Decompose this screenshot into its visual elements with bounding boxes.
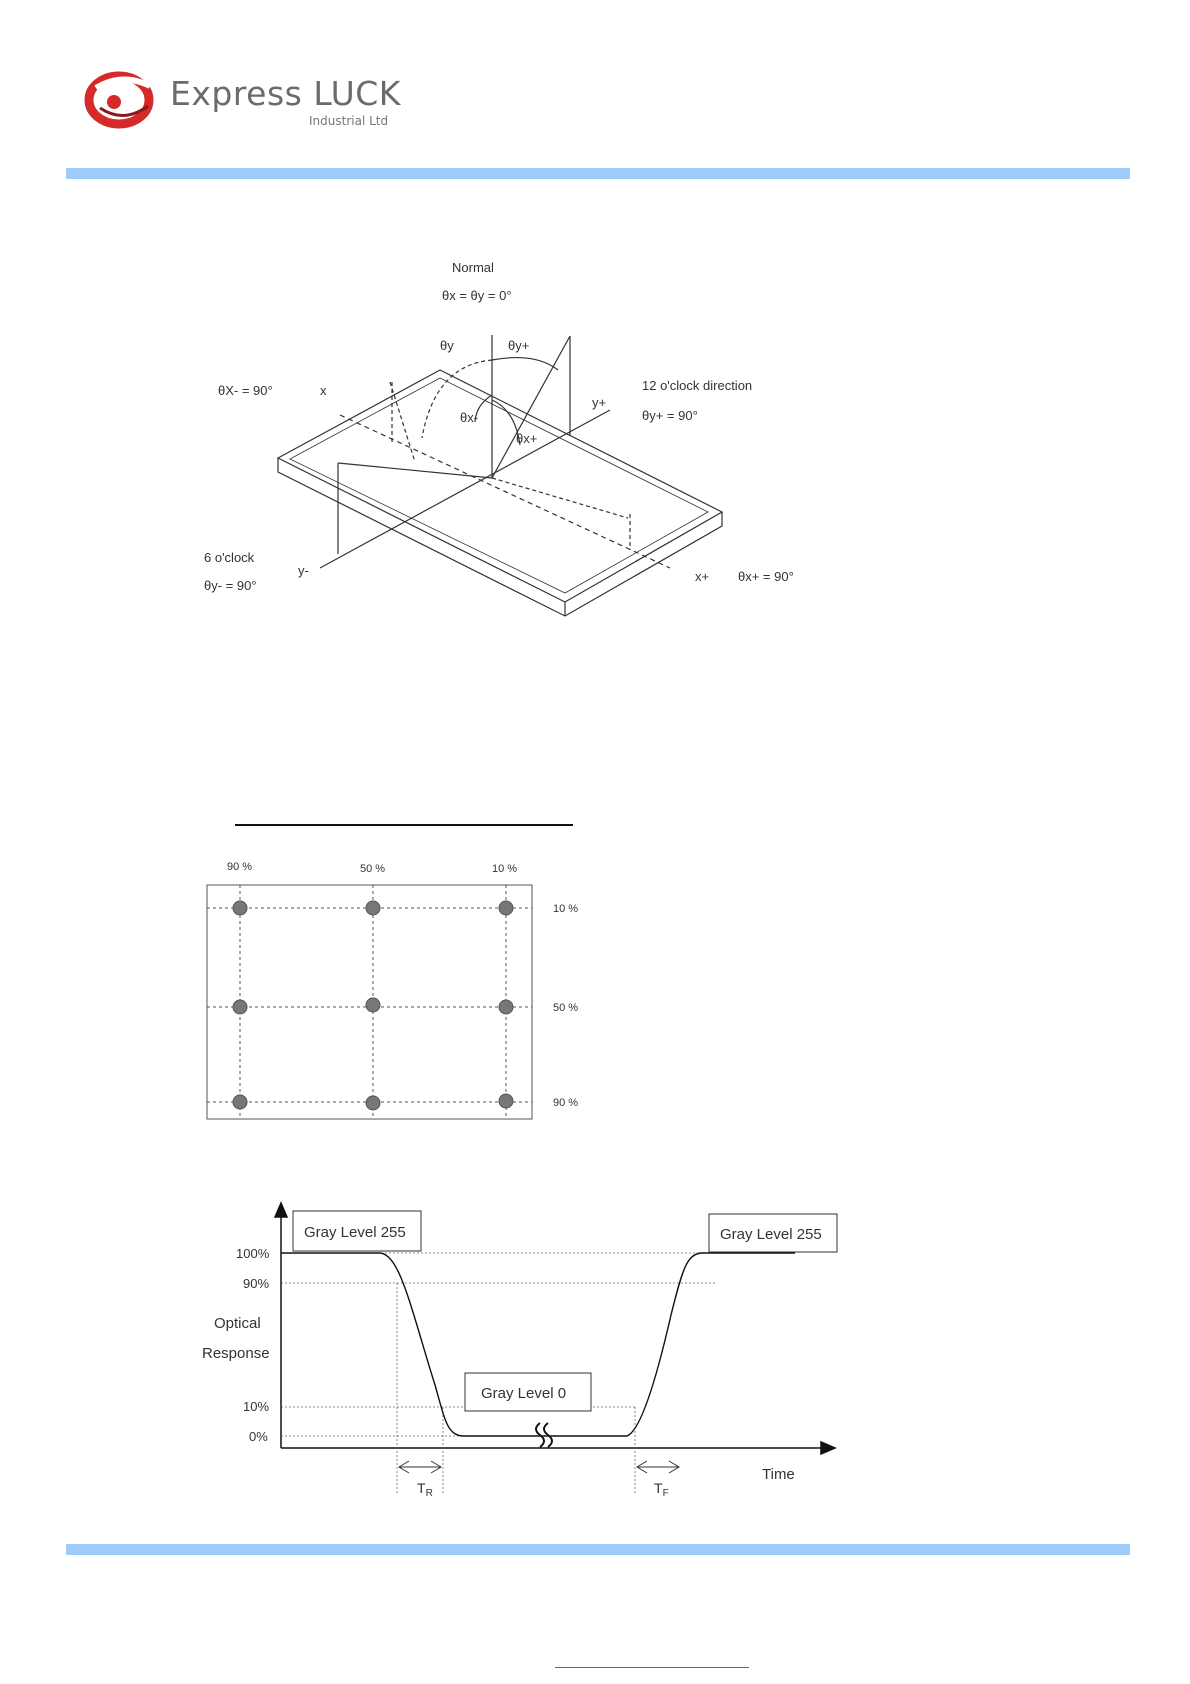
theta-x-minus-small: θx- bbox=[460, 410, 478, 425]
column-label: 10 % bbox=[492, 863, 517, 875]
twelve-oclock-label: 12 o'clock direction bbox=[642, 378, 752, 393]
measure-point bbox=[233, 901, 247, 915]
measure-point bbox=[366, 998, 380, 1012]
y-tick: 90% bbox=[243, 1276, 269, 1291]
row-label: 10 % bbox=[553, 903, 578, 915]
y-minus-axis-label: y- bbox=[298, 563, 309, 578]
row-label: 50 % bbox=[553, 1002, 578, 1014]
theta-y-label: θy bbox=[440, 338, 454, 353]
footer-band bbox=[66, 1544, 1130, 1555]
measure-point bbox=[233, 1095, 247, 1109]
response-time-chart: Gray Level 255 Gray Level 255 Gray Level… bbox=[195, 1195, 845, 1505]
theta-y-plus-label: θy+ bbox=[508, 338, 529, 353]
y-axis-label-line1: Optical bbox=[214, 1315, 261, 1332]
measure-point bbox=[499, 901, 513, 915]
row-label: 90 % bbox=[553, 1097, 578, 1109]
theta-x-plus-small: θx+ bbox=[516, 431, 537, 446]
axis-break-icon bbox=[536, 1423, 552, 1447]
theta-x-plus-equation: θx+ = 90° bbox=[738, 569, 794, 584]
six-oclock-label: 6 o'clock bbox=[204, 550, 255, 565]
header-band bbox=[66, 168, 1130, 179]
company-name: Express LUCK bbox=[170, 74, 401, 113]
x-axis-label: Time bbox=[762, 1466, 795, 1483]
theta-y-plus-equation: θy+ = 90° bbox=[642, 408, 698, 423]
fall-time-label: TF bbox=[654, 1480, 669, 1499]
y-axis-label-line2: Response bbox=[202, 1345, 270, 1362]
gray-level-0: Gray Level 0 bbox=[481, 1385, 566, 1402]
normal-equation: θx = θy = 0° bbox=[442, 288, 512, 303]
measure-point bbox=[233, 1000, 247, 1014]
x-plus-axis-label: x+ bbox=[695, 569, 709, 584]
company-subtitle: Industrial Ltd bbox=[309, 114, 388, 128]
x-minus-axis-label: x bbox=[320, 383, 327, 398]
column-label: 50 % bbox=[360, 863, 385, 875]
rise-time-label: TR bbox=[417, 1480, 433, 1499]
theta-x-minus-label: θX- = 90° bbox=[218, 383, 273, 398]
footer-link-underline[interactable] bbox=[555, 1667, 749, 1668]
y-tick: 0% bbox=[249, 1429, 268, 1444]
normal-label: Normal bbox=[452, 260, 494, 275]
company-logo-icon bbox=[84, 66, 158, 130]
measure-point bbox=[499, 1000, 513, 1014]
y-tick: 100% bbox=[236, 1246, 270, 1261]
theta-y-minus-equation: θy- = 90° bbox=[204, 578, 257, 593]
y-plus-axis-label: y+ bbox=[592, 395, 606, 410]
gray-level-255-right: Gray Level 255 bbox=[720, 1226, 822, 1243]
y-tick: 10% bbox=[243, 1399, 269, 1414]
section-title-underline bbox=[235, 824, 573, 826]
measure-point bbox=[366, 1096, 380, 1110]
gray-level-255-left: Gray Level 255 bbox=[304, 1224, 406, 1241]
viewing-angle-diagram: Normal θx = θy = 0° θy θy+ θX- = 90° x y… bbox=[190, 250, 830, 620]
measure-point bbox=[366, 901, 380, 915]
column-label: 90 % bbox=[227, 861, 252, 873]
measure-point bbox=[499, 1094, 513, 1108]
measuring-points-diagram: 90 % 50 % 10 % 10 % 50 % 90 % bbox=[195, 850, 605, 1130]
